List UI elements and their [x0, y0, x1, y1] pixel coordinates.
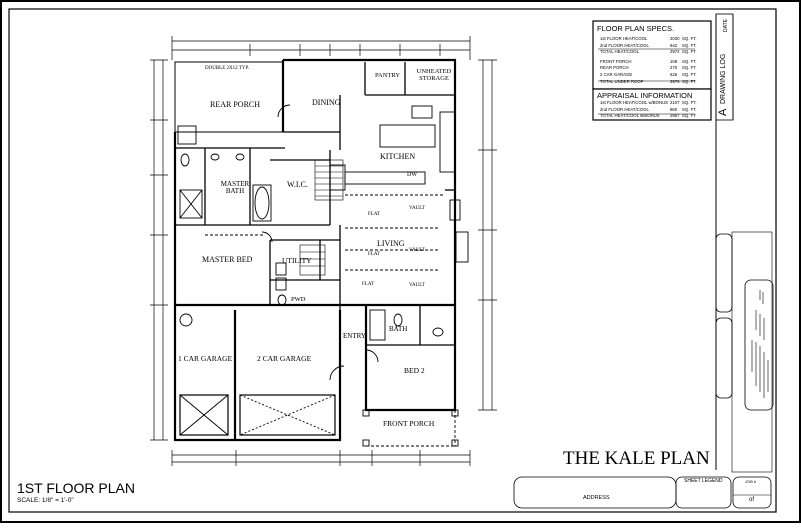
spec-row-value: 2972 — [670, 49, 680, 55]
room-master-bath: MASTER BATH — [220, 180, 250, 195]
spec-row-label: FRONT PORCH — [600, 58, 632, 64]
spec-row-value: 2030 — [670, 36, 680, 41]
spec-row-label: TOTAL UNDER ROOF — [600, 78, 644, 84]
spec-row-label: 1st FLOOR HEAT/COOL w/BONUS — [600, 100, 669, 105]
sheet-scale: SCALE: 1/8" = 1'-0" — [17, 497, 74, 504]
date-label: DATE — [723, 19, 729, 32]
spec-row-label: TOTAL HEAT/COOL w/BONUS — [600, 113, 660, 119]
spec-row: 2nd FLOOR HEAT/COOL 860 SQ. FT. — [600, 107, 700, 114]
spec-row-unit: SQ. FT. — [682, 106, 697, 112]
room-master-bed: MASTER BED — [202, 255, 253, 264]
spec-row-label: 2 CAR GARAGE — [600, 71, 633, 77]
revision-letter: A — [717, 108, 729, 116]
spec-row-unit: SQ. FT. — [682, 58, 697, 64]
of-label: of — [749, 497, 755, 503]
spec-row-unit: SQ. FT. — [682, 100, 697, 105]
spec-row: 2 CAR GARAGE 626 SQ. FT. — [600, 72, 700, 79]
spec-row-value: 942 — [670, 42, 678, 48]
spec-row-unit: SQ. FT. — [682, 36, 697, 41]
plan-name: THE KALE PLAN — [563, 448, 710, 469]
room-pwd: PWD — [291, 296, 306, 303]
spec-row-value: 2107 — [670, 100, 680, 105]
drawing-log-label: DRAWING LOG — [720, 53, 727, 104]
room-bath: BATH — [389, 325, 408, 333]
ceiling-flat-1: FLAT — [368, 212, 380, 217]
ceiling-flat-3: FLAT — [362, 282, 374, 287]
ceiling-vault-2: VAULT — [409, 248, 425, 253]
specs-heading: FLOOR PLAN SPECS. — [597, 24, 675, 33]
spec-frames — [592, 20, 712, 121]
room-front-porch: FRONT PORCH — [383, 419, 435, 428]
spec-row-label: 1st FLOOR HEAT/COOL — [600, 36, 648, 41]
spec-row-unit: SQ. FT. — [682, 65, 697, 71]
dishwasher-label: DW — [407, 172, 417, 178]
room-entry: ENTRY — [343, 332, 366, 340]
spec-row-label: REAR PORCH — [600, 65, 629, 71]
room-two-car-garage: 2 CAR GARAGE — [257, 354, 312, 363]
spec-row: REAR PORCH 270 SQ. FT. — [600, 65, 700, 72]
room-bed2: BED 2 — [404, 366, 425, 375]
beam-note: DOUBLE 2X12 TYP. — [205, 66, 249, 71]
title-strip — [513, 13, 774, 509]
room-wic: W.I.C. — [287, 180, 308, 189]
ceiling-vault-3: VAULT — [409, 283, 425, 288]
spec-row-value: 108 — [670, 58, 678, 64]
sheet-inner-border — [8, 8, 777, 513]
room-rear-porch: REAR PORCH — [210, 100, 261, 109]
spec-row-unit: SQ. FT. — [682, 78, 697, 84]
room-utility: UTILITY — [282, 256, 312, 265]
job-label: JOB # — [745, 479, 757, 484]
spec-row: FRONT PORCH 108 SQ. FT. — [600, 59, 700, 66]
spec-row-value: 3976 — [670, 78, 680, 84]
ceiling-vault-1: VAULT — [409, 206, 425, 211]
ceiling-flat-2: FLAT — [368, 252, 380, 257]
spec-row-unit: SQ. FT. — [682, 71, 697, 77]
spec-row-unit: SQ. FT. — [682, 49, 697, 55]
spec-row-unit: SQ. FT. — [682, 113, 697, 119]
spec-row-value: 2967 — [670, 113, 680, 119]
sheet-legend-label: SHEET LEGEND — [684, 478, 723, 484]
spec-row-unit: SQ. FT. — [682, 42, 697, 48]
spec-row-value: 860 — [670, 106, 678, 112]
room-unheated-storage: UNHEATED STORAGE — [416, 68, 452, 82]
room-pantry: PANTRY — [375, 72, 401, 79]
room-living: LIVING — [377, 239, 405, 248]
spec-row-label: 2nd FLOOR HEAT/COOL — [600, 106, 649, 112]
spec-row-label: 2nd FLOOR HEAT/COOL — [600, 42, 649, 48]
floor-plan — [150, 36, 497, 466]
room-one-car-garage: 1 CAR GARAGE — [178, 354, 233, 363]
appraisal-heading: APPRAISAL INFORMATION — [597, 91, 693, 100]
spec-row-label: TOTAL HEAT/COOL — [600, 49, 639, 55]
spec-row-value: 626 — [670, 71, 678, 77]
spec-row: 2nd FLOOR HEAT/COOL 942 SQ. FT. — [600, 43, 700, 50]
room-dining: DINING — [312, 98, 341, 107]
spec-row-value: 270 — [670, 65, 678, 71]
sheet-title: 1ST FLOOR PLAN — [17, 480, 136, 496]
address-label: ADDRESS — [583, 495, 610, 501]
room-kitchen: KITCHEN — [380, 152, 416, 161]
